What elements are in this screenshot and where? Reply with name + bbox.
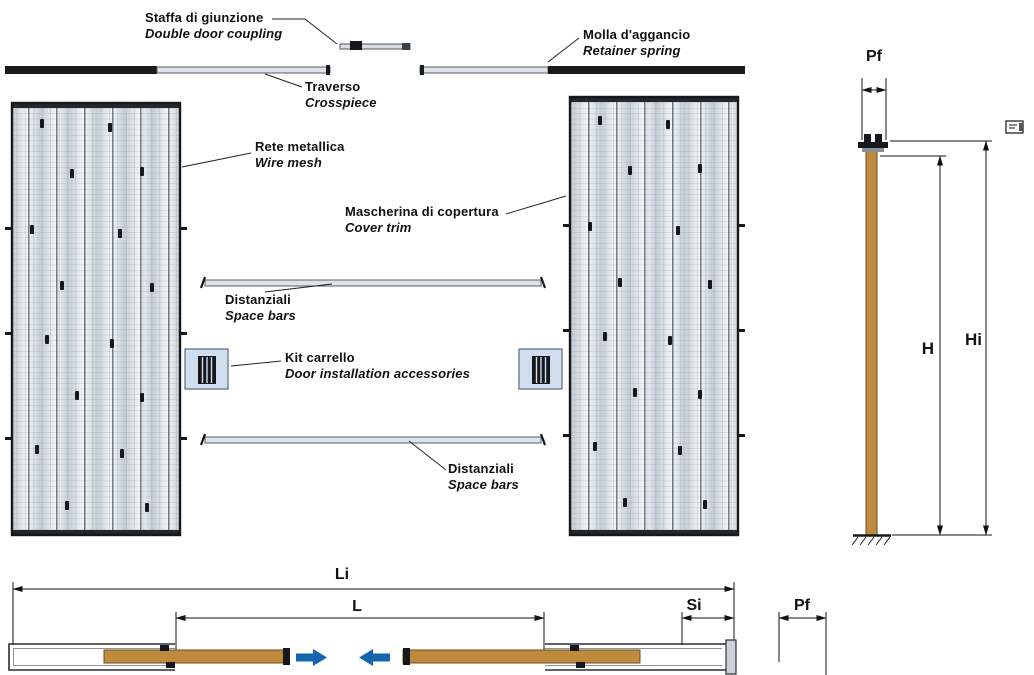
right-mesh-panel	[563, 95, 745, 537]
label-en: Retainer spring	[583, 42, 681, 58]
plan-left-door	[103, 645, 290, 668]
leader-retainer-spring	[547, 37, 580, 63]
coupling-bracket	[339, 41, 411, 50]
label-en: Cover trim	[345, 219, 412, 235]
detail-marker-icon	[1005, 120, 1024, 134]
leader-crosspiece	[264, 73, 303, 88]
carriage-kit-left	[184, 348, 229, 390]
space-bar-lower	[199, 433, 547, 446]
label-retainer-spring: Molla d'aggancio Retainer spring	[583, 27, 690, 58]
dim-pf-bottom: Pf	[794, 597, 810, 614]
plan-right-pocket	[545, 639, 737, 675]
label-it: Mascherina di copertura	[345, 204, 499, 219]
label-it: Traverso	[305, 79, 361, 94]
label-it: Distanziali	[448, 461, 514, 476]
label-it: Kit carrello	[285, 350, 355, 365]
top-track-right	[419, 65, 745, 75]
label-en: Space bars	[225, 307, 296, 323]
leader-space-bars-lower	[408, 440, 447, 471]
top-track-left	[5, 65, 331, 75]
label-carriage-kit: Kit carrello Door installation accessori…	[285, 350, 470, 381]
label-en: Double door coupling	[145, 25, 283, 41]
label-it: Distanziali	[225, 292, 291, 307]
label-en: Crosspiece	[305, 94, 377, 110]
leader-coupling	[272, 18, 338, 45]
label-it: Rete metallica	[255, 139, 345, 154]
label-double-door-coupling: Staffa di giunzione Double door coupling	[145, 10, 282, 41]
dim-h: H	[921, 339, 934, 358]
arrow-left-icon	[359, 649, 390, 666]
left-mesh-panel	[5, 101, 187, 537]
label-en: Door installation accessories	[285, 365, 470, 381]
label-crosspiece: Traverso Crosspiece	[305, 79, 377, 110]
leader-wire-mesh	[181, 152, 252, 168]
pf-bottom-extension-lines	[778, 612, 827, 675]
label-en: Wire mesh	[255, 154, 322, 170]
label-it: Molla d'aggancio	[583, 27, 691, 42]
label-space-bars-upper: Distanziali Space bars	[225, 292, 296, 323]
elevation-dimensions	[861, 78, 992, 536]
dim-l: L	[352, 598, 362, 615]
dim-pf-top: Pf	[866, 48, 882, 65]
space-bar-upper	[199, 276, 547, 289]
leader-carriage-kit	[230, 360, 282, 367]
carriage-kit-right	[518, 348, 563, 390]
dim-li: Li	[334, 566, 350, 583]
pf-top-extension-lines	[861, 78, 887, 140]
label-cover-trim: Mascherina di copertura Cover trim	[345, 204, 499, 235]
plan-left-pocket	[8, 643, 175, 671]
closing-arrows	[296, 649, 390, 666]
label-space-bars-lower: Distanziali Space bars	[448, 461, 519, 492]
label-en: Space bars	[448, 476, 519, 492]
arrow-right-icon	[296, 649, 327, 666]
plan-right-door	[402, 645, 641, 668]
label-wire-mesh: Rete metallica Wire mesh	[255, 139, 345, 170]
label-it: Staffa di giunzione	[145, 10, 264, 25]
leader-lines	[181, 18, 580, 471]
leader-cover-trim	[505, 195, 567, 215]
dim-hi: Hi	[965, 330, 982, 349]
plan-dimensions	[12, 582, 827, 675]
leader-space-bars-upper	[264, 283, 333, 293]
post-elevation	[851, 134, 891, 546]
dim-si: Si	[686, 597, 702, 614]
